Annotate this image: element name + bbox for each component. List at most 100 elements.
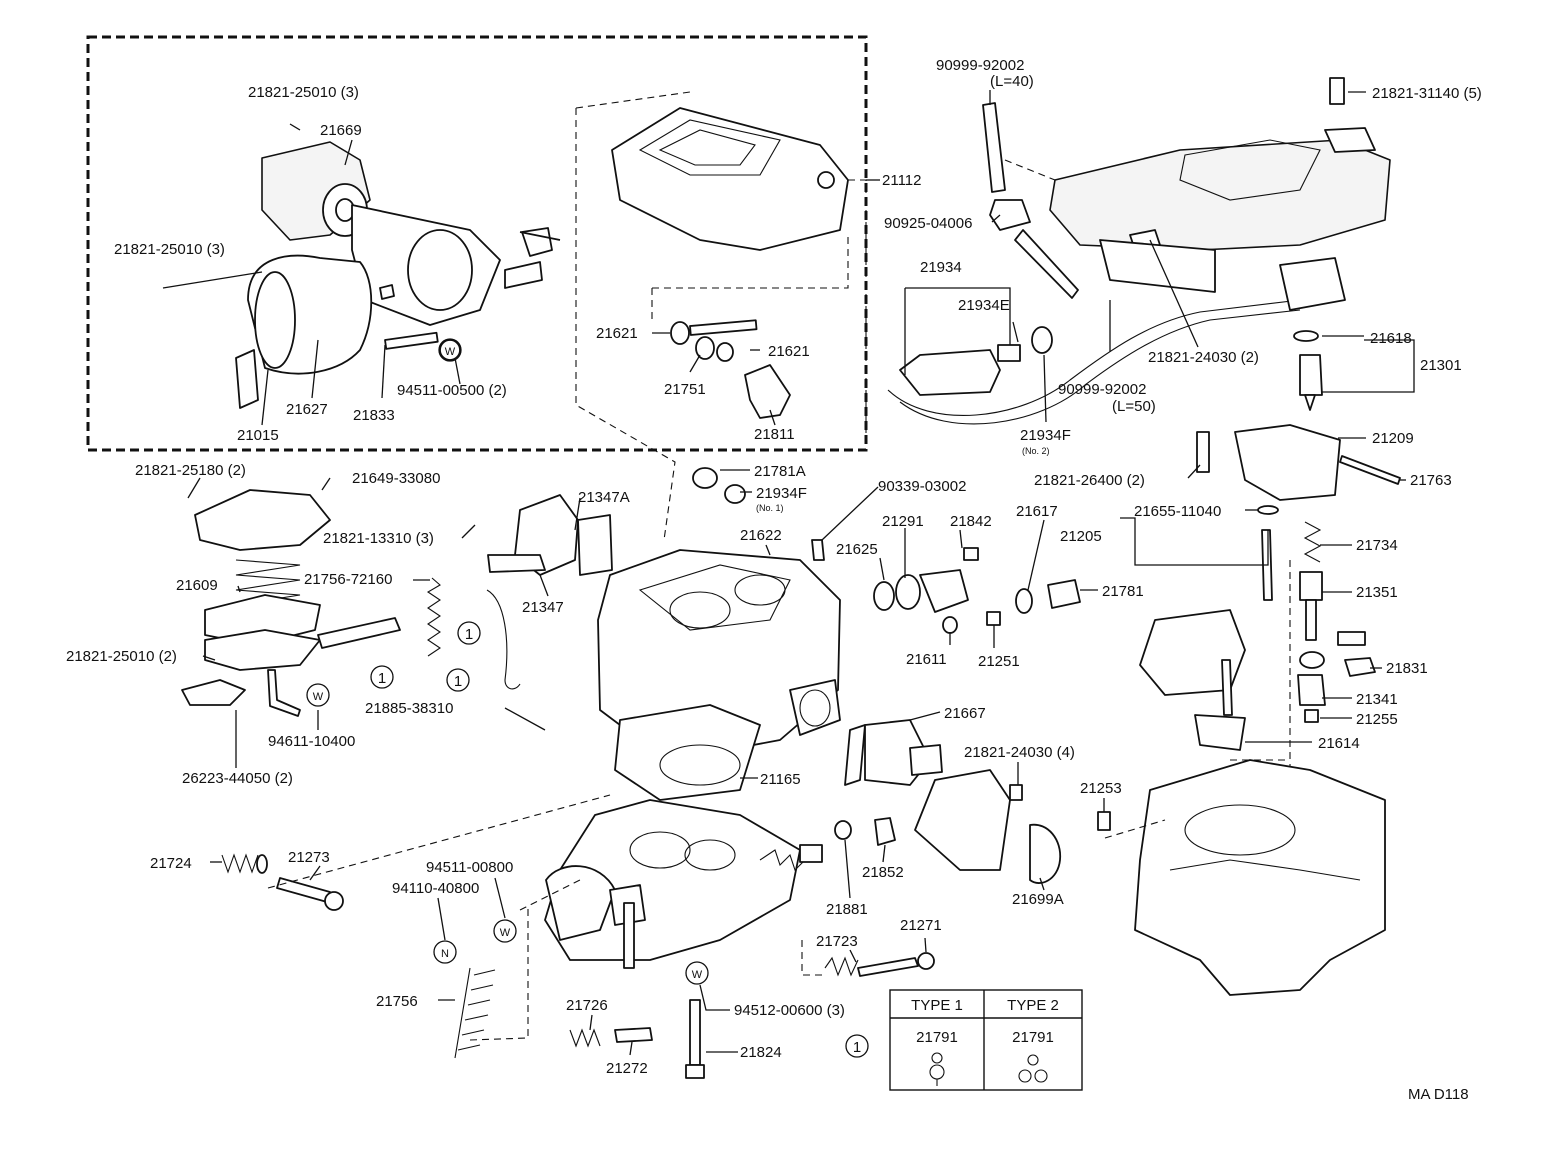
carburetor-body (597, 549, 841, 801)
label-21165: 21165 (760, 771, 801, 788)
label-21781: 21781 (1102, 583, 1144, 600)
washer-marker: W (493, 919, 517, 943)
leader-lines (162, 90, 1415, 1056)
throttle-body (544, 799, 823, 961)
label-21347: 21347 (522, 599, 564, 616)
label-21824: 21824 (740, 1044, 782, 1061)
label-21821-31140: 21821-31140 (5) (1372, 85, 1482, 102)
svg-text:W: W (500, 927, 511, 939)
valve-components-middle (834, 547, 1111, 884)
label-21881: 21881 (826, 901, 868, 918)
label-21112: 21112 (882, 172, 922, 189)
svg-text:1: 1 (454, 673, 462, 690)
label-94611-10400: 94611-10400 (268, 733, 355, 750)
label-21627: 21627 (286, 401, 328, 418)
label-21272: 21272 (606, 1060, 648, 1077)
label-no1: (No. 1) (756, 503, 784, 513)
label-21618: 21618 (1370, 330, 1412, 347)
label-21821-24030-2: 21821-24030 (2) (1148, 349, 1259, 366)
label-90339-03002: 90339-03002 (878, 478, 966, 495)
circled-1-marker: 1 (446, 668, 470, 692)
label-21205: 21205 (1060, 528, 1102, 545)
sensor-column-right (1139, 330, 1401, 751)
label-21347A: 21347A (578, 489, 630, 506)
washer-marker: W (306, 683, 330, 707)
nut-marker: N (433, 940, 457, 964)
type-1-part: 21791 (916, 1029, 958, 1046)
label-21614: 21614 (1318, 735, 1360, 752)
clip-type-1-icon (929, 1052, 945, 1086)
label-21291: 21291 (882, 513, 924, 530)
label-21821-25010-left: 21821-25010 (3) (114, 241, 225, 258)
label-21734: 21734 (1356, 537, 1398, 554)
label-21821-24030-4: 21821-24030 (4) (964, 744, 1075, 761)
label-90999-92002-top: 90999-92002 (936, 57, 1024, 74)
label-90999-92002-bottom: 90999-92002 (1058, 381, 1146, 398)
label-21833: 21833 (353, 407, 395, 424)
label-21699A: 21699A (1012, 891, 1064, 908)
label-21617: 21617 (1016, 503, 1058, 520)
label-21821-13310: 21821-13310 (3) (323, 530, 434, 547)
label-21251: 21251 (978, 653, 1020, 670)
label-21301: 21301 (1420, 357, 1462, 374)
label-no2: (No. 2) (1022, 446, 1050, 456)
label-21756: 21756 (376, 993, 418, 1010)
label-21885-38310: 21885-38310 (365, 700, 453, 717)
type-2-part: 21791 (1012, 1029, 1054, 1046)
bottom-left-fasteners (221, 853, 935, 1079)
svg-text:1: 1 (853, 1039, 861, 1056)
label-90925-04006: 90925-04006 (884, 215, 972, 232)
air-horn-assembly (611, 107, 849, 251)
circled-1-marker: 1 (457, 621, 481, 645)
label-94511-00500: 94511-00500 (2) (397, 382, 507, 399)
label-21821-25010-2: 21821-25010 (2) (66, 648, 177, 665)
label-21756-72160: 21756-72160 (304, 571, 392, 588)
label-l40: (L=40) (990, 73, 1034, 90)
label-26223-44050: 26223-44050 (2) (182, 770, 293, 787)
label-21726: 21726 (566, 997, 608, 1014)
label-21341: 21341 (1356, 691, 1398, 708)
label-21271: 21271 (900, 917, 942, 934)
label-21934E: 21934E (958, 297, 1010, 314)
label-21609: 21609 (176, 577, 218, 594)
label-21831: 21831 (1386, 660, 1428, 677)
label-21934F-no1: 21934F (756, 485, 807, 502)
label-21821-25010-top: 21821-25010 (3) (248, 84, 359, 101)
label-21723: 21723 (816, 933, 858, 950)
label-21273: 21273 (288, 849, 330, 866)
svg-text:W: W (313, 691, 324, 703)
label-21351: 21351 (1356, 584, 1398, 601)
label-21649-33080: 21649-33080 (352, 470, 440, 487)
circled-1-marker: 1 (370, 665, 394, 689)
label-21781A: 21781A (754, 463, 806, 480)
label-21625: 21625 (836, 541, 878, 558)
label-21763: 21763 (1410, 472, 1452, 489)
label-21667: 21667 (944, 705, 986, 722)
type-table: TYPE 1 TYPE 2 21791 21791 (889, 989, 1083, 1091)
leader-21112-dash (575, 91, 691, 541)
label-21751: 21751 (664, 381, 706, 398)
label-21253: 21253 (1080, 780, 1122, 797)
label-21934F-no2: 21934F (1020, 427, 1071, 444)
label-21621-a: 21621 (596, 325, 638, 342)
label-21811: 21811 (754, 426, 795, 443)
choke-opener-assembly (487, 467, 825, 576)
label-21015: 21015 (237, 427, 279, 444)
label-21842: 21842 (950, 513, 992, 530)
label-21852: 21852 (862, 864, 904, 881)
label-94512-00600: 94512-00600 (3) (734, 1002, 845, 1019)
label-l50: (L=50) (1112, 398, 1156, 415)
label-21611: 21611 (906, 651, 947, 668)
label-21669: 21669 (320, 122, 362, 139)
circled-1-marker: 1 (845, 1034, 869, 1058)
washer-marker: W (685, 961, 709, 985)
intake-manifold (1134, 759, 1386, 996)
choke-plunger-parts (379, 231, 791, 419)
footer-code: MA D118 (1408, 1086, 1469, 1103)
svg-text:1: 1 (378, 670, 386, 687)
upper-right-components (887, 77, 1391, 425)
label-21621-b: 21621 (768, 343, 810, 360)
type-1-header: TYPE 1 (911, 997, 963, 1014)
label-21934: 21934 (920, 259, 962, 276)
type-2-header: TYPE 2 (1007, 997, 1059, 1014)
